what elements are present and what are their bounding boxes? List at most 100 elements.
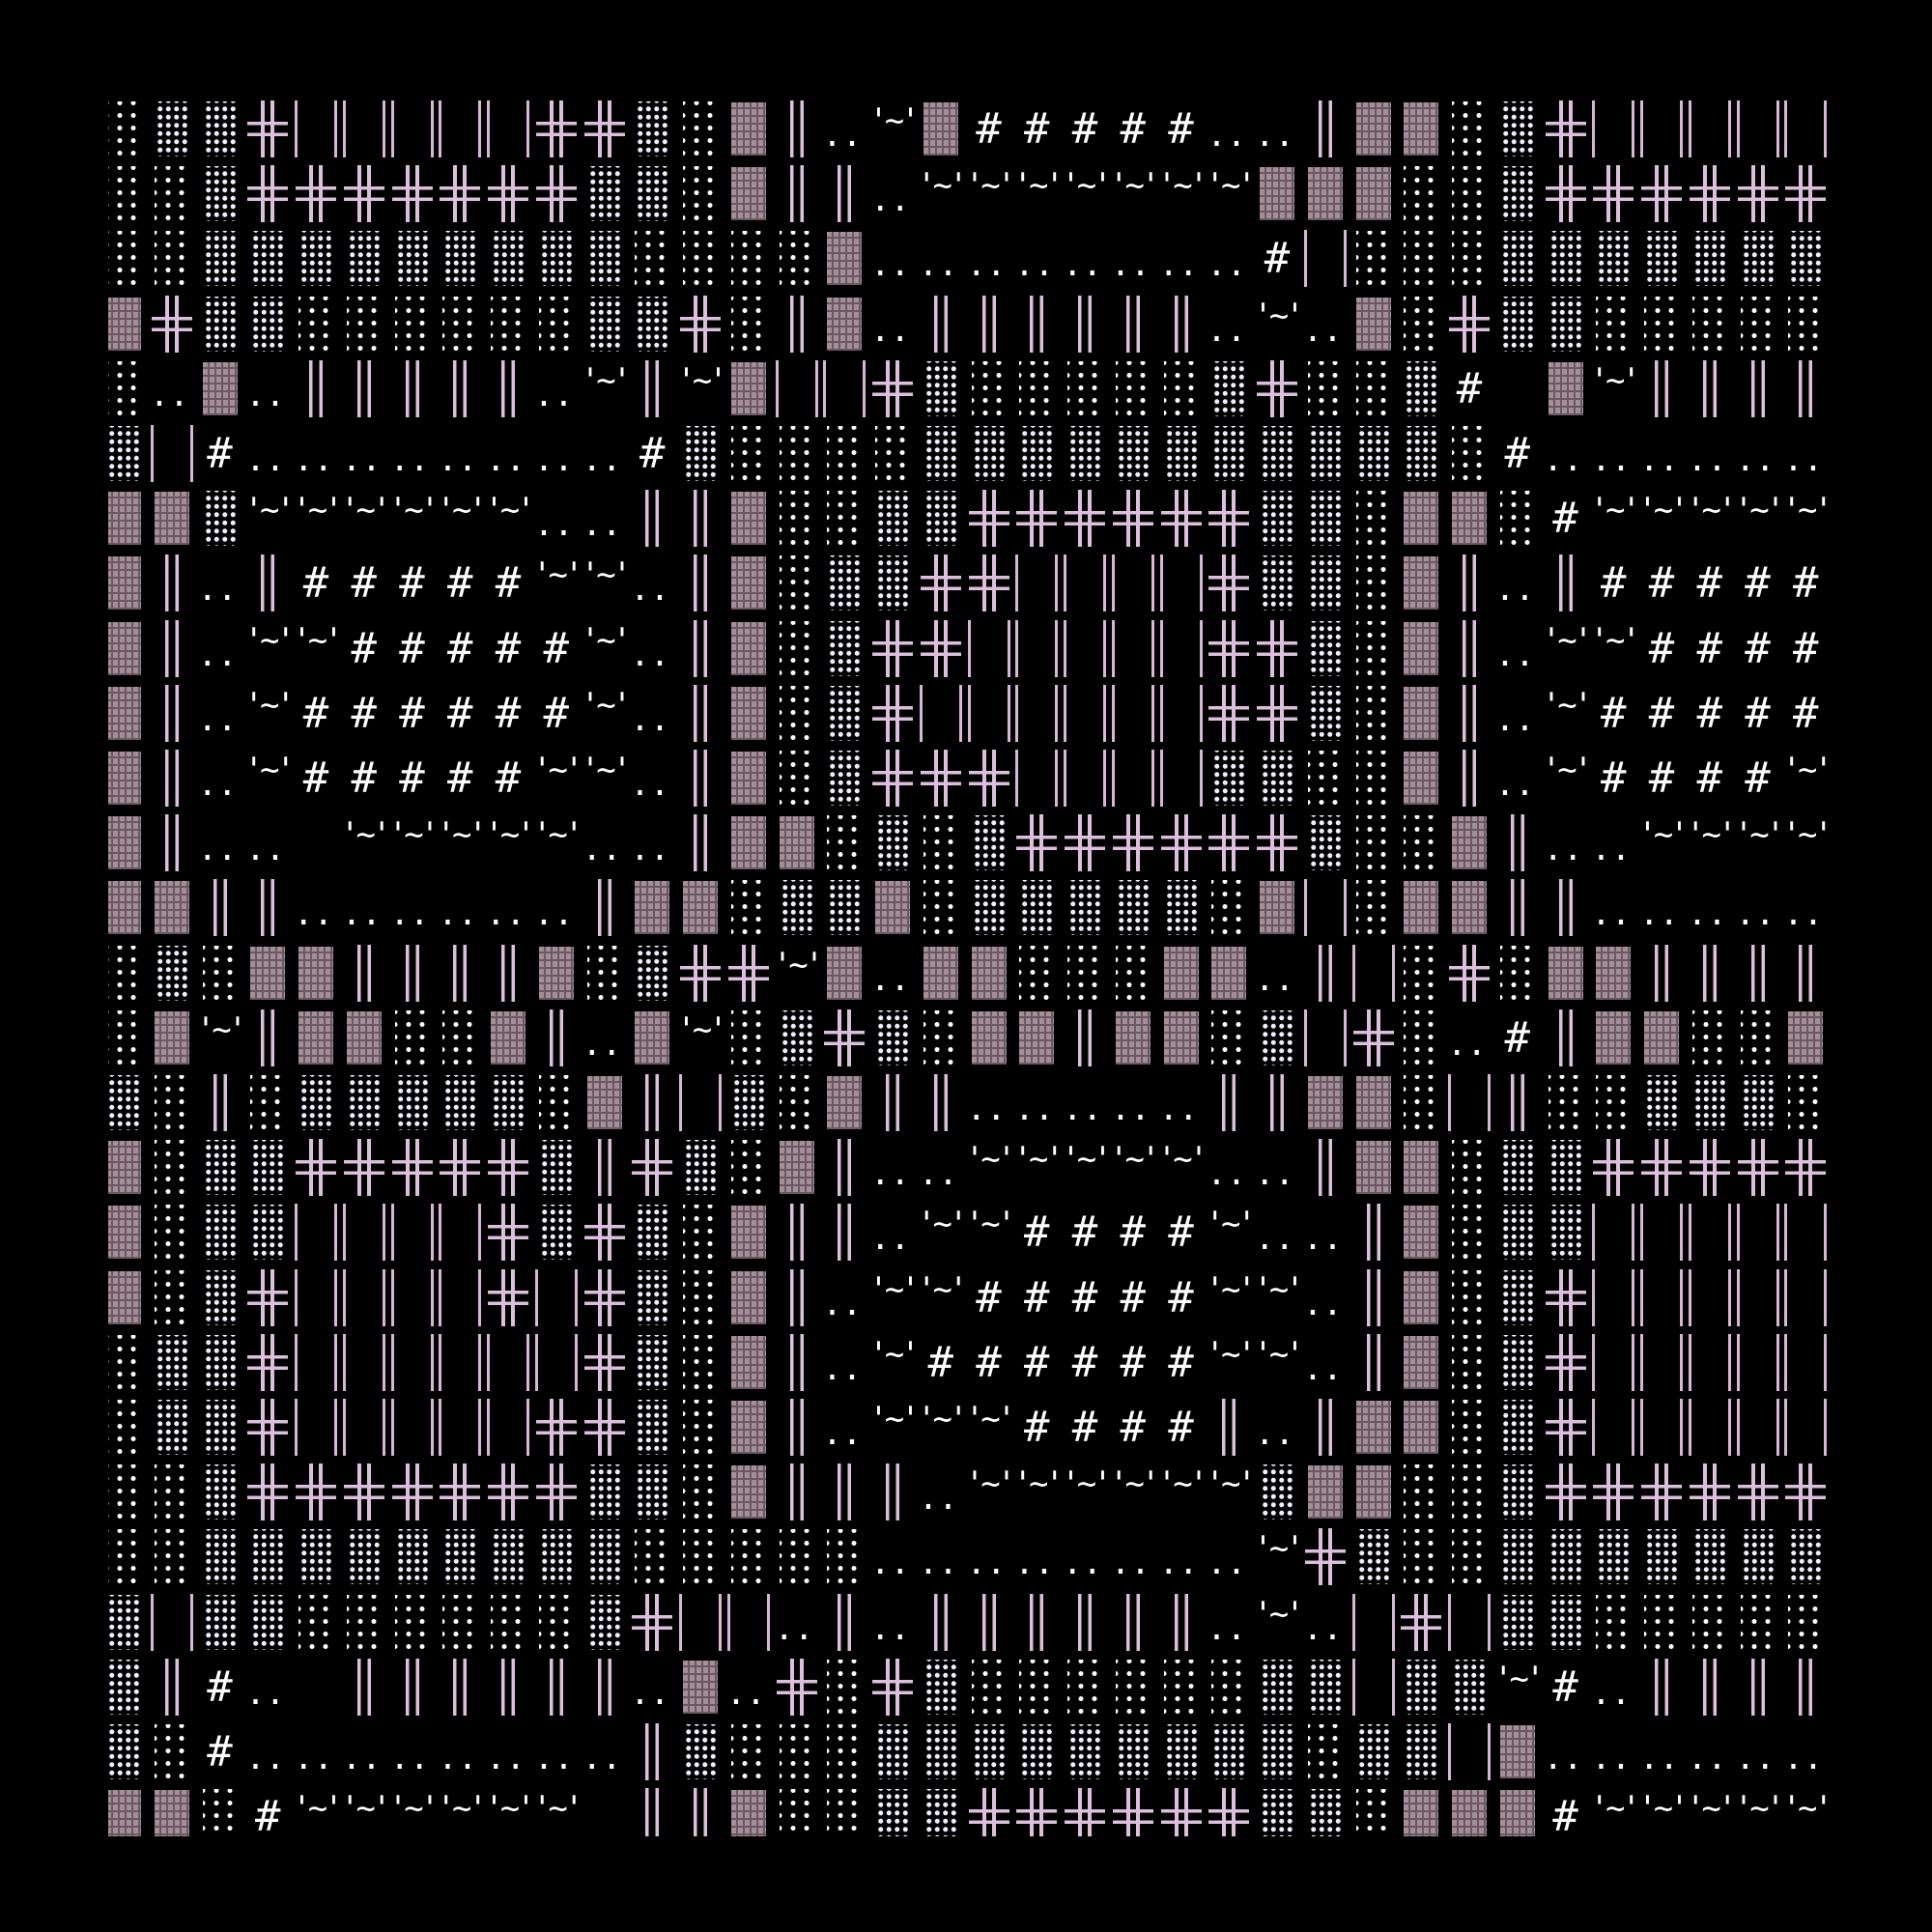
hash-glyph: # — [543, 623, 570, 673]
light-shade-glyph: ░ — [1397, 1006, 1445, 1070]
medium-shade-glyph: ▒ — [1589, 1524, 1637, 1589]
medium-shade-glyph: ▒ — [581, 292, 629, 356]
dark-shade-glyph: ▓ — [292, 941, 340, 1006]
pipe-glyph: | — [1685, 1200, 1734, 1264]
light-shade-glyph: ░ — [1397, 226, 1445, 291]
medium-shade-glyph: ▒ — [917, 421, 965, 486]
medium-shade-glyph: ▒ — [676, 1135, 724, 1200]
medium-shade-glyph: ▒ — [532, 1200, 581, 1264]
light-shade-glyph: ░ — [148, 1070, 196, 1135]
pipe-glyph: | — [1637, 1200, 1686, 1264]
dot-glyph: . — [1157, 226, 1206, 291]
dot-glyph: . — [1253, 1200, 1301, 1264]
tilde-glyph: ~ — [1205, 1330, 1253, 1395]
pipe-glyph: | — [1061, 616, 1109, 681]
dark-shade-glyph: ▓ — [1445, 486, 1493, 551]
double-cross-glyph: ╬ — [581, 97, 629, 161]
dot-glyph: . — [243, 810, 292, 875]
medium-shade-glyph: ▒ — [1686, 1070, 1734, 1135]
tilde-glyph: ~ — [868, 1330, 917, 1395]
medium-shade-glyph: ▒ — [1589, 226, 1637, 291]
double-cross-glyph: ╬ — [1253, 810, 1301, 875]
medium-shade-glyph: ▒ — [1493, 161, 1542, 226]
light-shade-glyph: ░ — [388, 1590, 437, 1655]
double-vertical-glyph: ║ — [339, 356, 388, 421]
tilde-glyph: ~ — [917, 1395, 965, 1460]
pipe-glyph: | — [1685, 1265, 1734, 1330]
dark-shade-glyph: ▓ — [1397, 875, 1445, 940]
dark-shade-glyph: ▓ — [1637, 1006, 1686, 1070]
tilde-glyph: ~ — [484, 810, 532, 875]
pipe-glyph: | — [531, 1265, 581, 1330]
double-cross-glyph: ╬ — [1205, 486, 1253, 551]
light-shade-glyph: ░ — [108, 1460, 148, 1524]
double-vertical-glyph: ║ — [772, 1395, 821, 1460]
hash-glyph: # — [1168, 104, 1194, 154]
light-shade-glyph: ░ — [292, 292, 340, 356]
pipe-glyph: | — [1589, 1330, 1638, 1395]
dot-glyph: . — [1781, 875, 1830, 940]
medium-shade-glyph: ▒ — [108, 1590, 148, 1655]
double-vertical-glyph: ║ — [531, 1655, 581, 1719]
double-cross-glyph: ╬ — [1205, 810, 1253, 875]
medium-shade-glyph: ▒ — [108, 1070, 148, 1135]
medium-shade-glyph: ▒ — [340, 226, 388, 291]
medium-shade-glyph: ▒ — [1157, 421, 1206, 486]
hash-glyph: # — [1696, 623, 1723, 673]
medium-shade-glyph: ▒ — [773, 875, 821, 940]
medium-shade-glyph: ▒ — [1445, 1655, 1493, 1719]
light-shade-glyph: ░ — [1301, 1719, 1350, 1784]
double-vertical-glyph: ║ — [820, 1135, 869, 1200]
double-vertical-glyph: ║ — [339, 1655, 388, 1719]
light-shade-glyph: ░ — [1350, 681, 1398, 746]
light-shade-glyph: ░ — [1637, 1590, 1686, 1655]
dark-shade-glyph: ▓ — [724, 356, 773, 421]
double-cross-glyph: ╬ — [581, 1395, 629, 1460]
dot-glyph: . — [1589, 810, 1637, 875]
medium-shade-glyph: ▒ — [196, 1524, 244, 1589]
dark-shade-glyph: ▓ — [724, 1395, 773, 1460]
medium-shade-glyph: ▒ — [1301, 1655, 1350, 1719]
medium-shade-glyph: ▒ — [1301, 810, 1350, 875]
hash-glyph: # — [1024, 1403, 1050, 1452]
double-cross-glyph: ╬ — [388, 161, 437, 226]
light-shade-glyph: ░ — [628, 226, 676, 291]
double-vertical-glyph: ║ — [676, 551, 724, 615]
blank-cell — [581, 1784, 629, 1836]
tilde-glyph: ~ — [1012, 1135, 1061, 1200]
dot-glyph: . — [340, 1719, 388, 1784]
medium-shade-glyph: ▒ — [676, 421, 724, 486]
pipe-glyph: | — [387, 1200, 437, 1264]
hash-glyph: # — [495, 623, 522, 673]
double-vertical-glyph: ║ — [1733, 356, 1782, 421]
tilde-glyph: ~ — [1781, 746, 1830, 810]
light-shade-glyph: ░ — [773, 551, 821, 615]
medium-shade-glyph: ▒ — [484, 1070, 532, 1135]
light-shade-glyph: ░ — [676, 1265, 724, 1330]
pipe-glyph: | — [387, 1395, 437, 1460]
medium-shade-glyph: ▒ — [868, 1006, 917, 1070]
double-vertical-glyph: ║ — [1781, 356, 1831, 421]
light-shade-glyph: ░ — [1781, 1590, 1830, 1655]
medium-shade-glyph: ▒ — [1781, 1524, 1830, 1589]
tilde-glyph: ~ — [532, 746, 581, 810]
double-cross-glyph: ╬ — [1445, 292, 1493, 356]
dot-glyph: . — [340, 421, 388, 486]
light-shade-glyph: ░ — [820, 1784, 868, 1836]
dark-shade-glyph: ▓ — [196, 356, 244, 421]
tilde-glyph: ~ — [581, 681, 629, 746]
tilde-glyph: ~ — [1109, 161, 1157, 226]
double-cross-glyph: ╬ — [1637, 1460, 1686, 1524]
dot-glyph: . — [1493, 616, 1542, 681]
dark-shade-glyph: ▓ — [1397, 97, 1445, 161]
medium-shade-glyph: ▒ — [196, 292, 244, 356]
tilde-glyph: ~ — [1493, 1655, 1542, 1719]
hash-glyph: # — [1648, 753, 1675, 803]
hash-glyph: # — [255, 1792, 281, 1836]
light-shade-glyph: ░ — [108, 226, 148, 291]
pipe-glyph: | — [1589, 1200, 1638, 1264]
medium-shade-glyph: ▒ — [1253, 1006, 1301, 1070]
light-shade-glyph: ░ — [773, 1524, 821, 1589]
tilde-glyph: ~ — [1589, 486, 1637, 551]
double-cross-glyph: ╬ — [243, 1330, 292, 1395]
